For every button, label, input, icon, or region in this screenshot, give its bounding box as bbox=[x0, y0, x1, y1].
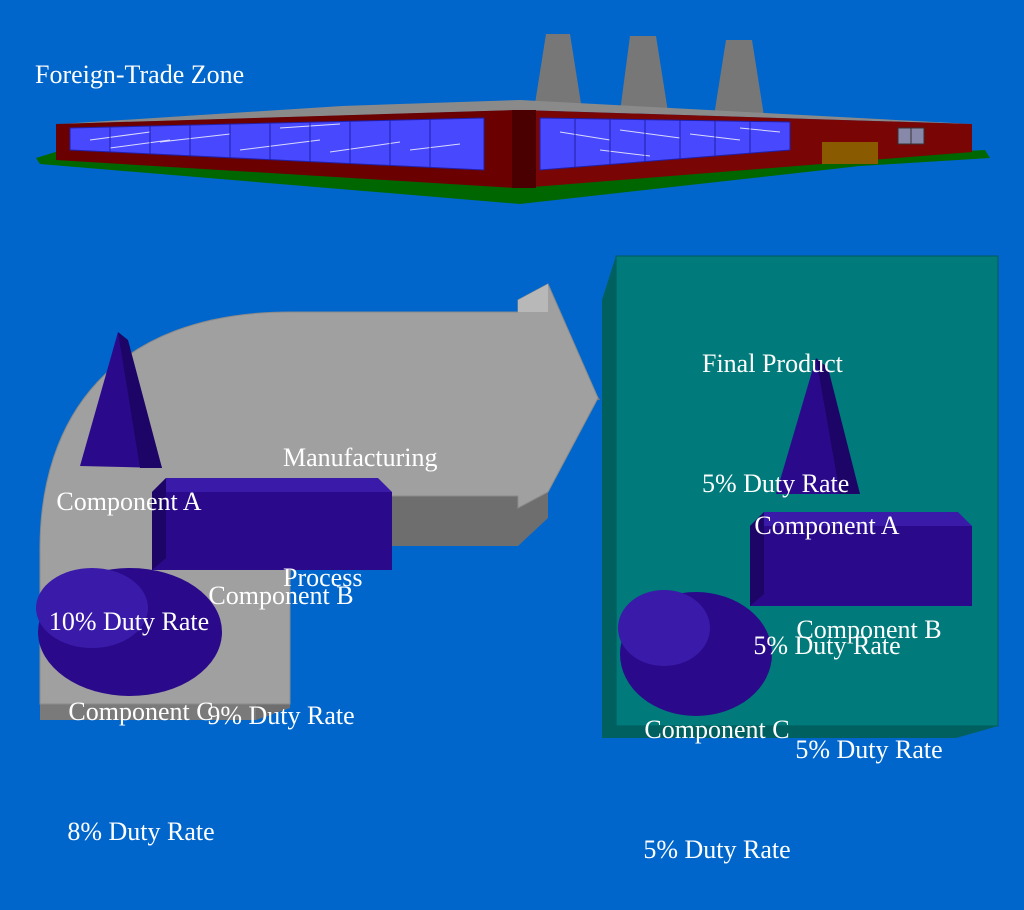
output-box-component-b bbox=[750, 512, 972, 606]
input-component-b-name: Component B bbox=[208, 581, 354, 610]
input-component-c-rate: 8% Duty Rate bbox=[67, 817, 215, 846]
final-product-rate: 5% Duty Rate bbox=[702, 469, 850, 498]
input-component-b-label: Component B 9% Duty Rate bbox=[176, 496, 386, 776]
diagram-canvas bbox=[36, 34, 999, 738]
smokestack-1 bbox=[534, 34, 582, 110]
output-component-c-name: Component C bbox=[644, 715, 790, 744]
output-component-a-label: Component A 5% Duty Rate bbox=[722, 426, 932, 706]
page-title: Foreign-Trade Zone bbox=[35, 60, 245, 89]
input-cylinder-component-c bbox=[36, 568, 222, 696]
output-component-c-label: Component C 5% Duty Rate bbox=[612, 630, 822, 910]
smokestack-3 bbox=[714, 40, 764, 116]
factory-windows-right bbox=[539, 117, 791, 171]
input-component-a-rate: 10% Duty Rate bbox=[48, 607, 210, 636]
final-product-label: Final Product 5% Duty Rate bbox=[702, 264, 849, 544]
input-component-c-label: Component C 8% Duty Rate bbox=[36, 612, 246, 892]
factory-door bbox=[822, 142, 878, 164]
output-component-a-name: Component A bbox=[754, 511, 900, 540]
smokestack-2 bbox=[620, 36, 668, 112]
final-product-name: Final Product bbox=[702, 349, 843, 378]
process-label-line-1: Manufacturing bbox=[283, 443, 438, 472]
input-cone-component-a bbox=[80, 332, 162, 468]
factory-roof bbox=[60, 100, 972, 124]
input-component-a-label: Component A 10% Duty Rate bbox=[24, 402, 234, 682]
process-label-line-2: Process bbox=[283, 563, 363, 592]
output-component-b-name: Component B bbox=[796, 615, 942, 644]
output-cylinder-component-c bbox=[618, 590, 772, 716]
factory-wall-corner bbox=[512, 110, 536, 188]
factory-illustration bbox=[36, 34, 990, 204]
output-component-c-rate: 5% Duty Rate bbox=[643, 835, 791, 864]
process-label: Manufacturing Process bbox=[283, 358, 438, 638]
output-cone-component-a bbox=[776, 358, 860, 494]
input-box-component-b bbox=[152, 478, 392, 570]
input-component-b-rate: 9% Duty Rate bbox=[207, 701, 355, 730]
input-component-a-name: Component A bbox=[56, 487, 202, 516]
output-component-b-rate: 5% Duty Rate bbox=[795, 735, 943, 764]
output-component-b-label: Component B 5% Duty Rate bbox=[764, 530, 974, 810]
input-component-c-name: Component C bbox=[68, 697, 214, 726]
output-component-a-rate: 5% Duty Rate bbox=[753, 631, 901, 660]
factory-windows-left bbox=[69, 117, 485, 171]
